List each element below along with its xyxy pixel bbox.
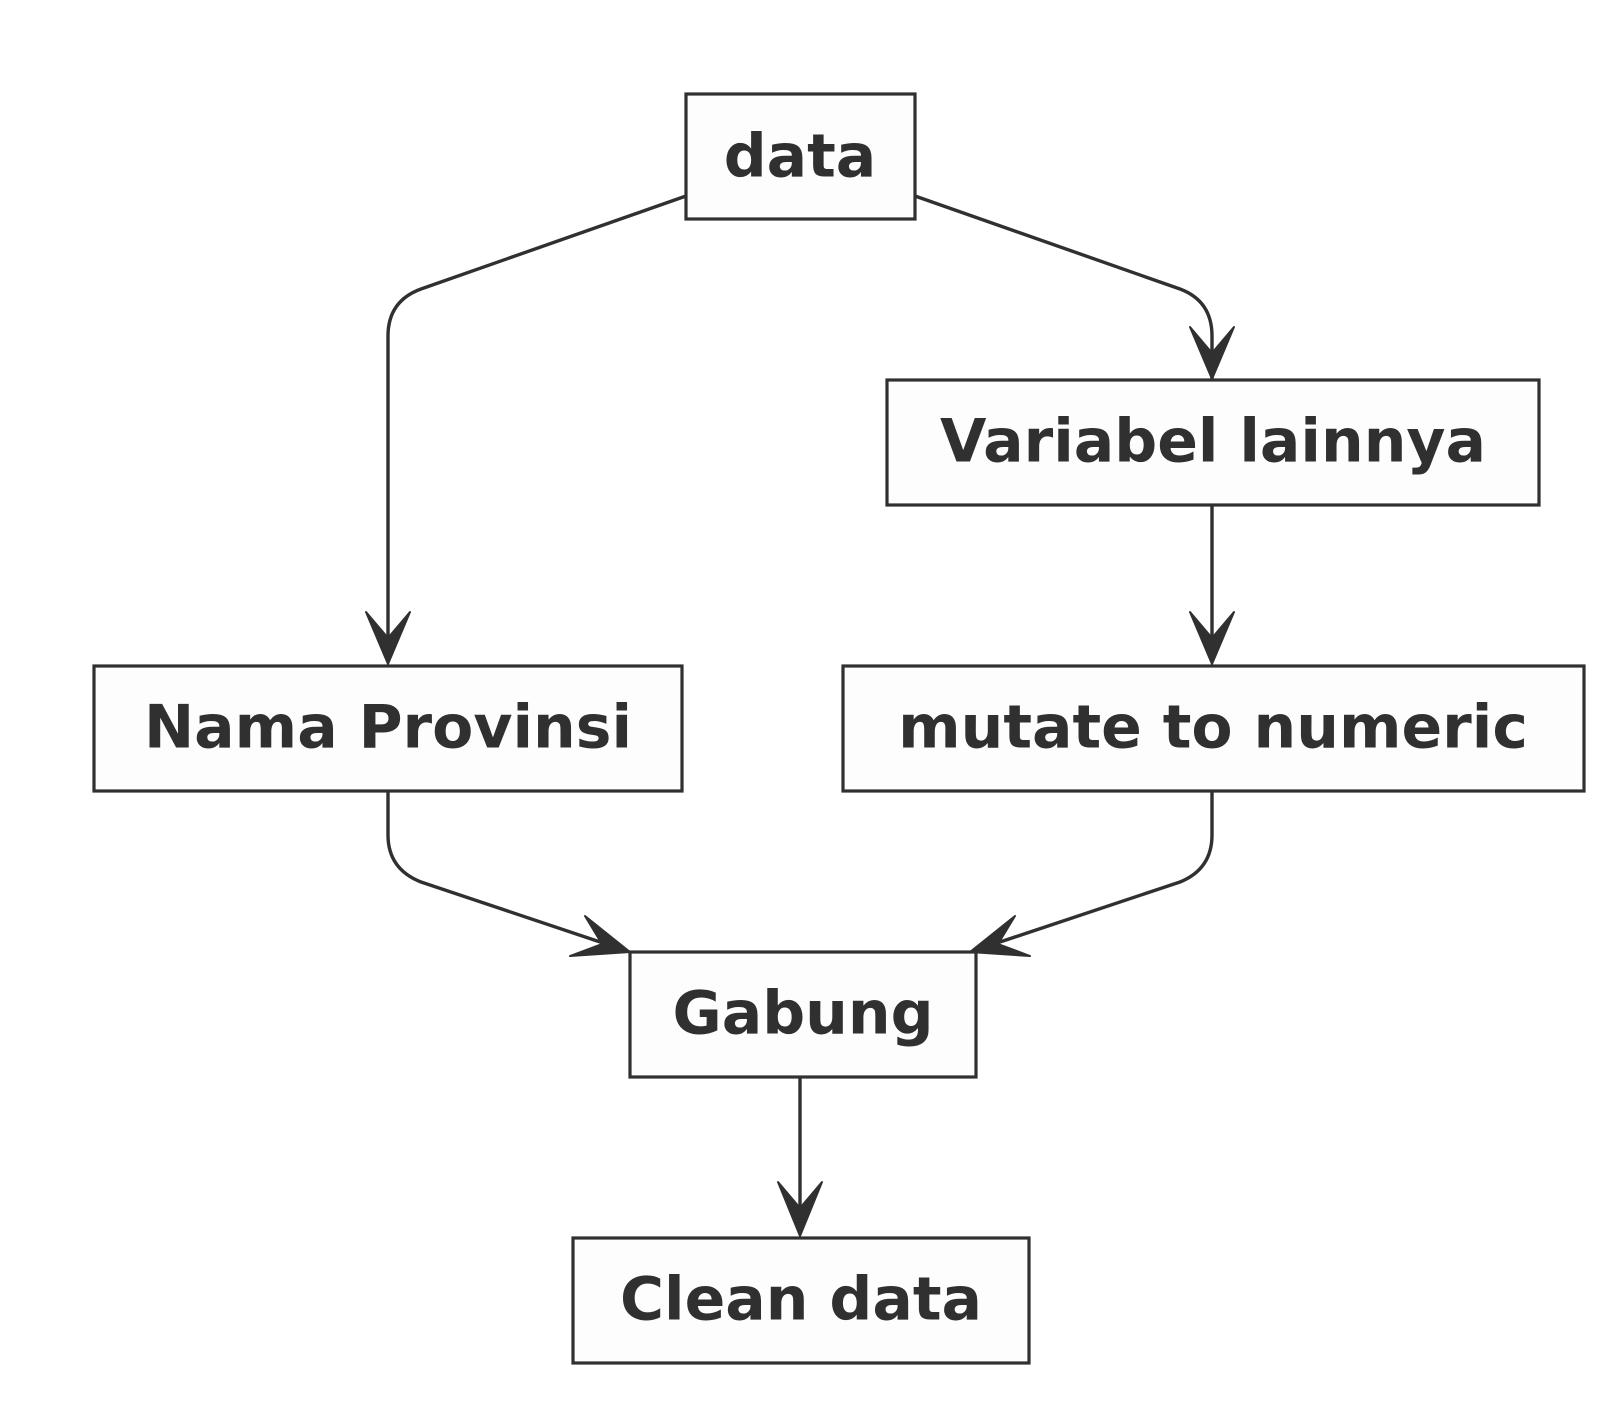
edge-data-to-variabel-lainnya [913,194,1214,380]
node-variabel-lainnya-box [885,378,1541,507]
arrowhead-mutate [1189,611,1235,665]
node-gabung: Gabung [628,950,978,1079]
node-clean-data: Clean data [571,1236,1031,1365]
node-gabung-label: Gabung [672,979,933,1049]
node-clean-data-box [571,1236,1031,1365]
node-mutate-to-numeric-label: mutate to numeric [898,693,1528,763]
node-nama-provinsi: Nama Provinsi [92,664,684,793]
edge-nama-provinsi-to-gabung [386,788,626,952]
edge-mutate-to-gabung [974,788,1214,952]
node-nama-provinsi-box [92,664,684,793]
arrowhead-variabel-lainnya [1189,326,1235,380]
node-data-label: data [724,122,877,192]
arrowhead-nama-provinsi [365,611,411,665]
node-mutate-to-numeric: mutate to numeric [841,664,1586,793]
node-variabel-lainnya: Variabel lainnya [885,378,1541,507]
node-nama-provinsi-label: Nama Provinsi [144,693,632,763]
edge-data-to-nama-provinsi [386,194,688,660]
node-mutate-to-numeric-box [841,664,1586,793]
node-data: data [684,92,917,221]
node-variabel-lainnya-label: Variabel lainnya [940,407,1486,477]
arrowhead-clean-data [777,1181,823,1237]
node-gabung-box [628,950,978,1079]
arrowhead-gabung-left [569,915,631,957]
node-data-box [684,92,917,221]
node-clean-data-label: Clean data [620,1265,982,1335]
arrowhead-gabung-right [969,915,1031,957]
